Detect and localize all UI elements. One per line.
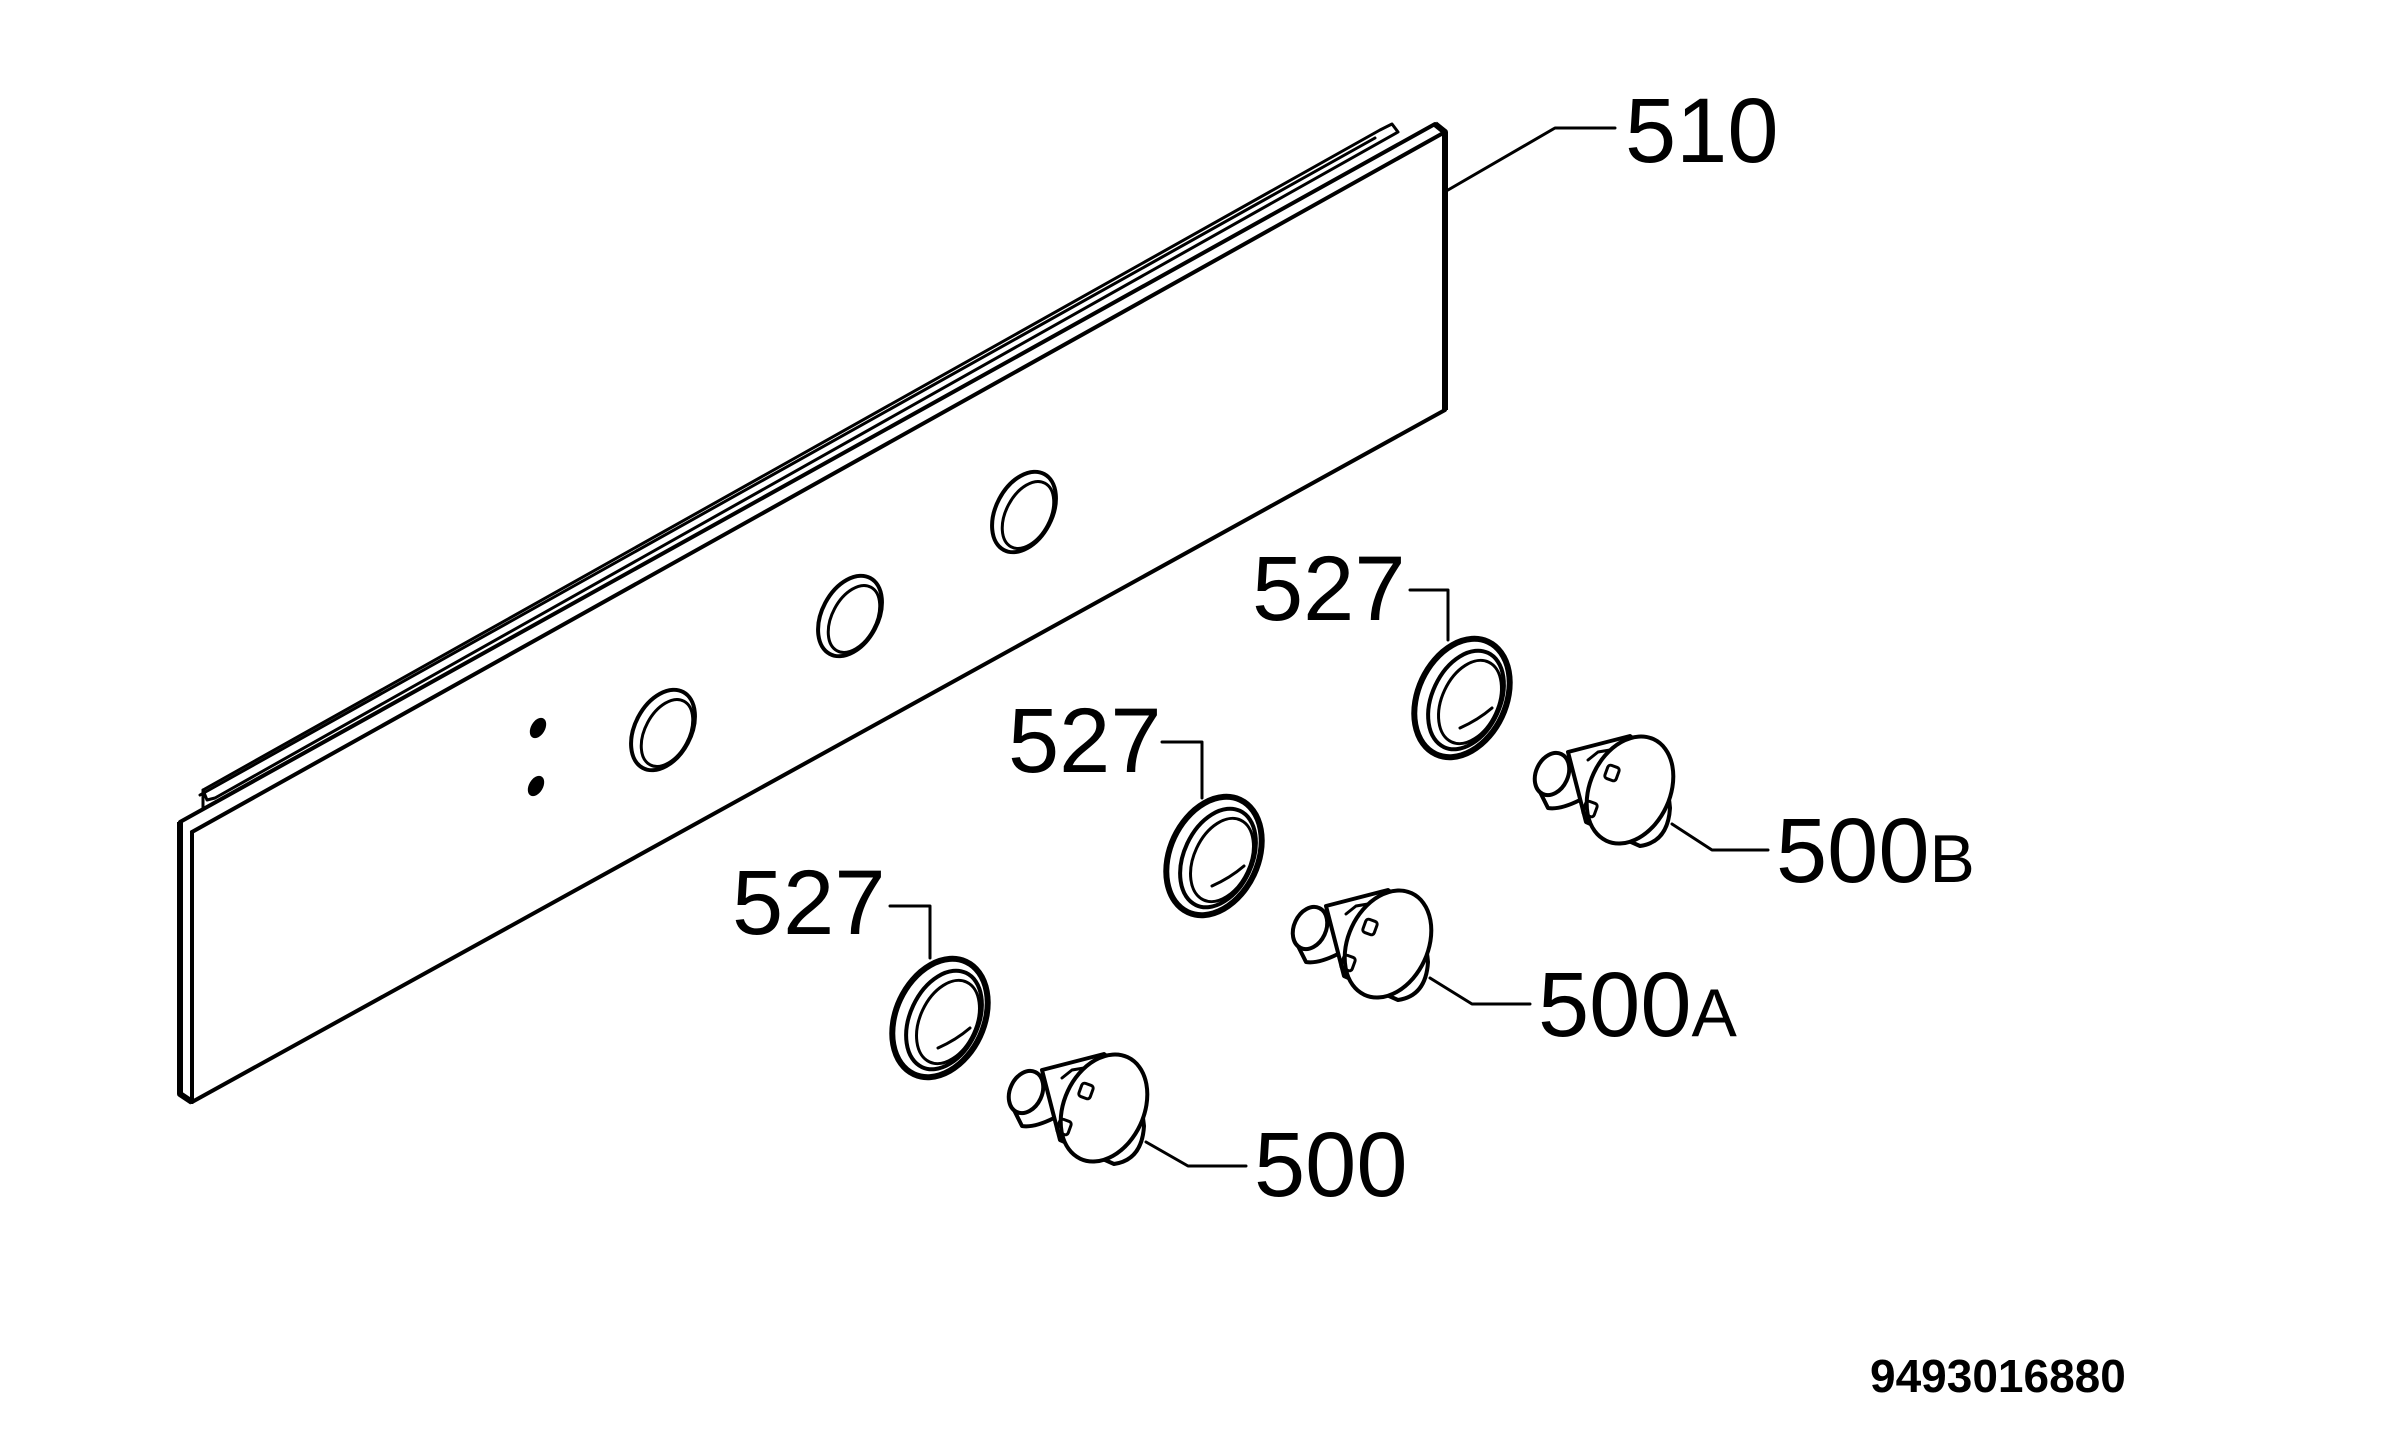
label-500b: 500B [1776, 800, 1975, 902]
label-500b-suffix: B [1930, 821, 1975, 897]
label-500a-number: 500 [1538, 954, 1692, 1056]
label-527-middle: 527 [1008, 690, 1162, 792]
document-number: 9493016880 [1870, 1350, 2126, 1402]
knob-500 [1006, 1052, 1248, 1168]
indicator-hole-lower [527, 775, 545, 797]
knob-500b [1532, 734, 1770, 852]
knob-hole-middle [816, 573, 884, 659]
ring-527-middle [1160, 740, 1265, 919]
knob-500a [1290, 888, 1532, 1006]
label-527-top: 527 [1252, 538, 1406, 640]
indicator-hole-upper [529, 717, 547, 739]
label-500: 500 [1254, 1114, 1408, 1216]
label-510: 510 [1625, 80, 1779, 182]
knob-hole-right [990, 469, 1058, 555]
ring-527-bottom [888, 904, 991, 1081]
label-527-bottom: 527 [732, 852, 886, 954]
label-500a: 500A [1538, 954, 1738, 1056]
leader-line-510 [1446, 126, 1617, 192]
label-500b-number: 500 [1776, 800, 1930, 902]
knob-hole-left [629, 687, 697, 773]
label-500a-suffix: A [1692, 975, 1738, 1051]
control-panel-510 [177, 121, 1617, 1105]
ring-527-top [1408, 588, 1513, 761]
